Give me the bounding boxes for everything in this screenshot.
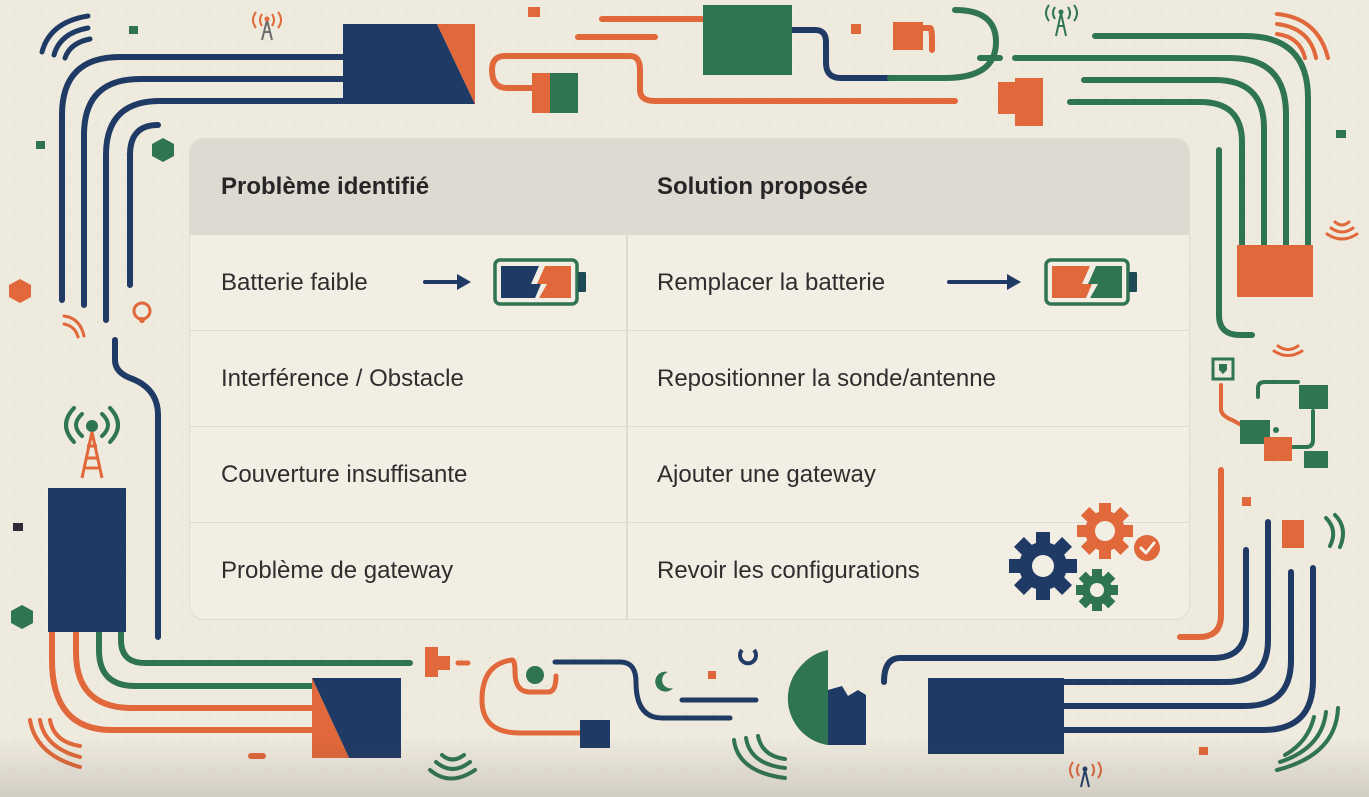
header-problem: Problème identifié <box>221 173 430 200</box>
chips-and-blocks <box>9 5 1346 759</box>
table-row: Batterie faible Remplacer la batterie <box>190 234 1189 331</box>
gear-icon <box>1009 532 1077 600</box>
table-row: Problème de gateway Revoir les configura… <box>190 522 1189 619</box>
antenna-tower-icon-top <box>252 11 282 41</box>
top-left-cables <box>59 54 348 640</box>
antenna-tower-icon-top-right <box>1045 4 1078 37</box>
antenna-tower-icon-left <box>64 406 120 479</box>
table-row: Couverture insuffisante Ajouter une gate… <box>190 426 1189 523</box>
gear-icon <box>1077 503 1133 559</box>
problem-cell: Interférence / Obstacle <box>221 365 464 392</box>
bottom-right-cables <box>881 519 1316 733</box>
problem-cell: Batterie faible <box>221 269 368 296</box>
gear-icon <box>1076 569 1118 611</box>
table-row: Interférence / Obstacle Repositionner la… <box>190 330 1189 427</box>
header-solution: Solution proposée <box>657 173 868 200</box>
solution-cell: Ajouter une gateway <box>657 461 876 488</box>
top-right-cables <box>1012 33 1311 338</box>
table-header: Problème identifié Solution proposée <box>190 139 1189 234</box>
problem-cell: Problème de gateway <box>221 557 454 584</box>
solution-cell: Remplacer la batterie <box>657 269 886 296</box>
arrow-right-icon <box>947 274 1021 290</box>
wifi-icon-top-left <box>39 13 93 61</box>
gears-check-icon <box>1009 503 1160 611</box>
solution-cell: Revoir les configurations <box>657 557 920 584</box>
charged-battery-icon <box>1044 258 1137 306</box>
arrow-right-icon <box>423 274 471 290</box>
solution-cell: Repositionner la sonde/antenne <box>657 365 996 392</box>
antenna-tower-icon-bottom <box>1069 761 1102 788</box>
check-icon <box>1134 535 1160 561</box>
problem-cell: Couverture insuffisante <box>221 461 468 488</box>
low-battery-icon <box>493 258 586 306</box>
bottom-left-cables <box>49 629 315 733</box>
